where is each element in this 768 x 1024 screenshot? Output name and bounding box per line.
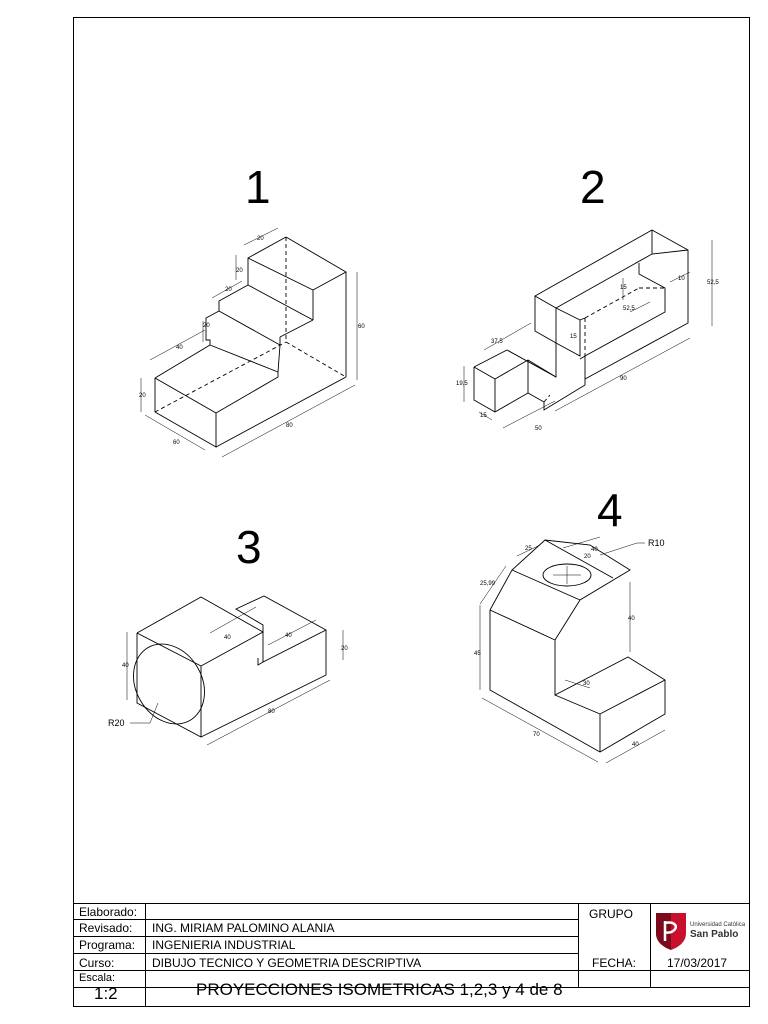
dim-text: 20 <box>257 236 264 242</box>
dim-text: 40 <box>122 663 129 669</box>
dim-text: 20 <box>341 646 348 652</box>
figure-1-drawing <box>140 227 358 458</box>
radius-label-r10: R10 <box>648 538 665 548</box>
grupo-label: GRUPO <box>589 907 634 921</box>
dim-text: 20 <box>225 287 232 293</box>
logo-name-label: San Pablo <box>690 929 739 940</box>
dim-text: 80 <box>268 709 275 715</box>
fecha-value: 17/03/2017 <box>667 956 728 970</box>
escala-value: 1:2 <box>94 984 118 1003</box>
logo-university-label: Universidad Católica <box>690 922 746 928</box>
dim-text: 25,99 <box>480 581 496 587</box>
dim-text: 37,5 <box>491 339 503 345</box>
figure-number-4: 4 <box>597 484 623 536</box>
escala-label: Escala: <box>79 972 116 984</box>
dim-text: 30 <box>583 681 590 687</box>
dim-text: 15 <box>620 285 627 291</box>
dim-text: 45 <box>474 651 481 657</box>
dim-text: 40 <box>632 742 639 748</box>
dim-text: 40 <box>591 547 598 553</box>
title-block <box>73 903 750 1007</box>
curso-label: Curso: <box>79 956 115 970</box>
fecha-label: FECHA: <box>592 956 637 970</box>
dim-text: 15 <box>480 413 487 419</box>
dim-text: 80 <box>286 423 293 429</box>
dim-text: 40 <box>224 635 231 641</box>
figure-4-drawing <box>479 536 666 764</box>
figure-3-drawing <box>126 595 344 746</box>
revisado-label: Revisado: <box>79 921 133 935</box>
dim-text: 52,5 <box>707 280 719 286</box>
shield-icon <box>656 913 686 950</box>
dim-text: 20 <box>236 268 243 274</box>
figure-2-drawing <box>463 229 713 429</box>
dim-text: 40 <box>285 633 292 639</box>
dim-text: 15 <box>570 334 577 340</box>
university-logo: Universidad Católica San Pablo <box>653 909 748 951</box>
dim-text: 90 <box>620 376 627 382</box>
curso-value: DIBUJO TECNICO Y GEOMETRIA DESCRIPTIVA <box>152 956 422 970</box>
dim-text: 40 <box>176 345 183 351</box>
dim-text: 70 <box>533 732 540 738</box>
figure-number-2: 2 <box>580 161 606 213</box>
programa-label: Programa: <box>79 938 136 952</box>
dim-text: 10 <box>678 276 685 282</box>
dim-text: 52,5 <box>623 306 635 312</box>
figure-number-1: 1 <box>245 161 271 213</box>
elaborado-label: Elaborado: <box>79 905 138 919</box>
dim-text: 19,5 <box>456 381 468 387</box>
dim-text: 60 <box>173 440 180 446</box>
programa-value: INGENIERIA INDUSTRIAL <box>152 938 296 952</box>
dim-text: 60 <box>358 324 365 330</box>
dim-text: 20 <box>584 554 591 560</box>
dim-text: 50 <box>535 426 542 432</box>
dim-text: 20 <box>139 393 146 399</box>
dim-text: 40 <box>628 616 635 622</box>
radius-label-r20: R20 <box>108 718 125 728</box>
dim-text: 25 <box>525 546 532 552</box>
drawing-title: PROYECCIONES ISOMETRICAS 1,2,3 y 4 de 8 <box>196 980 563 999</box>
revisado-value: ING. MIRIAM PALOMINO ALANIA <box>152 921 335 935</box>
drawing-sheet-border <box>73 17 750 1007</box>
figure-number-3: 3 <box>236 521 262 573</box>
dim-text: 20 <box>203 323 210 329</box>
isometric-drawings: 60 80 60 20 40 20 20 20 20 52,5 15 52,5 … <box>108 227 719 764</box>
